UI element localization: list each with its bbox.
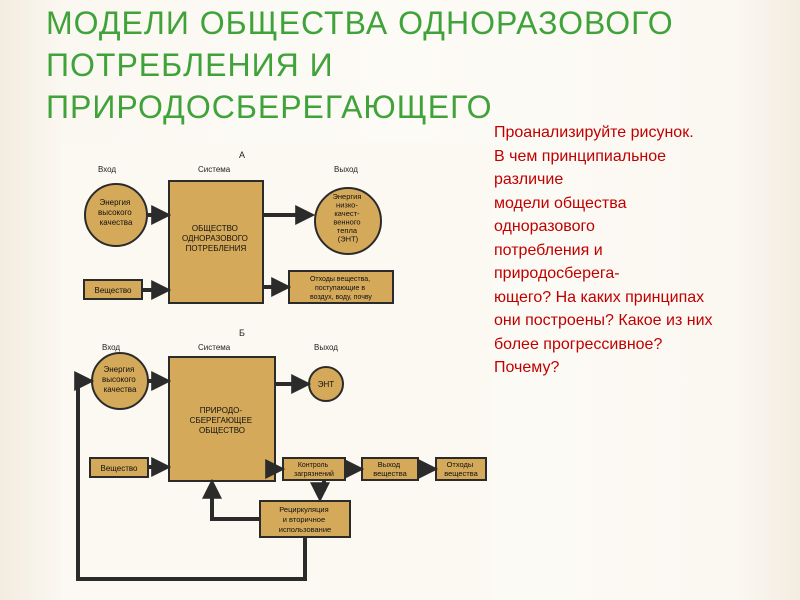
ent-label: ЭНТ — [318, 380, 335, 389]
slide-title: Модели общества одноразового потребления… — [46, 2, 766, 128]
recycling-label: Рециркуляция и вторичное использование — [279, 505, 331, 534]
question-line: ющего? На каких принципах — [494, 288, 705, 306]
substance-label-a: Вещество — [95, 286, 133, 295]
system-box-b — [168, 356, 276, 482]
diagram-a-label: А — [239, 150, 245, 160]
arrows-a — [142, 205, 316, 300]
question-line: они построены? Какое из них — [494, 312, 713, 329]
question-line: Проанализируйте рисунок. — [494, 124, 694, 141]
feedback-loop-to-input — [74, 371, 307, 581]
question-line: модели общества — [494, 194, 627, 212]
title-line: природосберегающего — [46, 89, 493, 125]
pollution-control-label: Контроль загрязнений — [294, 462, 334, 478]
question-line: потребления и — [494, 241, 603, 259]
system-label-b: ПРИРОДО- СБЕРЕГАЮЩЕЕ ОБЩЕСТВО — [190, 406, 255, 435]
diagram-a: А Вход Система Выход Энергия высокого ка… — [83, 150, 394, 304]
substance-label-b: Вещество — [101, 464, 139, 473]
energy-input-label: Энергия высокого качества — [102, 365, 138, 394]
system-label-a: ОБЩЕСТВО ОДНОРАЗОВОГО ПОТРЕБЛЕНИЯ — [182, 224, 250, 253]
title-line: Модели общества одноразового — [46, 5, 674, 41]
arrow-recycling-to-system — [202, 478, 260, 521]
system-box-a — [168, 180, 264, 304]
diagram-b: Б Вход Система Выход Энергия высокого ка… — [74, 328, 487, 581]
question-line: различие — [494, 171, 564, 188]
question-line: более прогрессивное? — [494, 335, 663, 353]
col-system-label: Система — [198, 165, 231, 174]
diagram-b-label: Б — [239, 328, 245, 338]
waste-label-b: Отходы вещества — [444, 460, 478, 478]
waste-label-a: Отходы вещества, поступающие в воздух, в… — [310, 276, 372, 301]
question-line: одноразового — [494, 218, 595, 235]
energy-input-label: Энергия высокого качества — [98, 198, 134, 227]
question-line: В чем принципиальное — [494, 147, 667, 165]
col-input-label: Вход — [98, 165, 116, 174]
arrows-b — [74, 371, 439, 581]
output-substance-label: Выход вещества — [373, 460, 407, 478]
question-text: Проанализируйте рисунок. В чем принципиа… — [494, 121, 784, 380]
question-line: природосберега- — [494, 265, 620, 282]
energy-input-circle — [84, 183, 148, 247]
title-line: потребления и — [46, 47, 334, 83]
col-output-label: Выход — [334, 165, 358, 174]
col-input-label: Вход — [102, 343, 120, 352]
arrow-control-to-recycling — [310, 480, 330, 503]
col-output-label: Выход — [314, 343, 338, 352]
energy-output-label: Энергия низко- качест- венного тепла (ЭН… — [333, 192, 364, 244]
question-line: Почему? — [494, 359, 560, 376]
diagram-figure: А Вход Система Выход Энергия высокого ка… — [62, 143, 493, 600]
col-system-label: Система — [198, 343, 231, 352]
